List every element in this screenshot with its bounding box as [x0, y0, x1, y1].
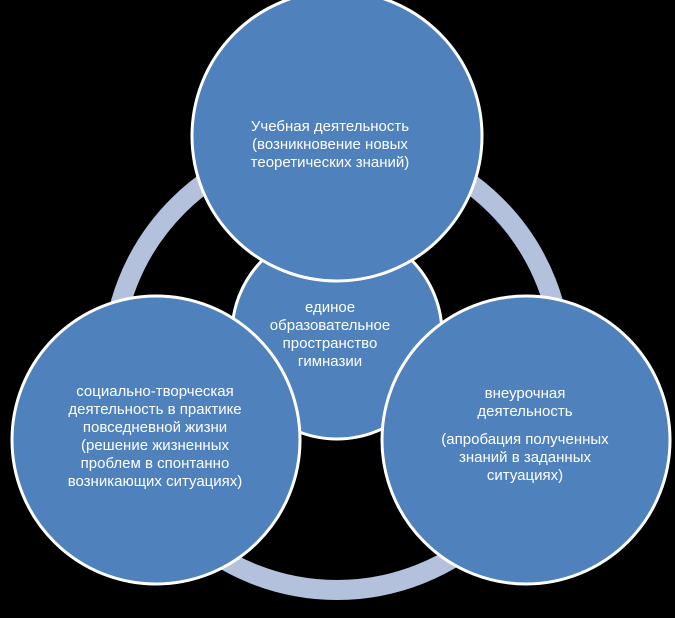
left-node-line: (решение жизненных: [81, 437, 229, 454]
center-node-line: пространство: [282, 335, 378, 352]
right-circle: [380, 294, 672, 586]
left-node-line: повседневной жизни: [82, 419, 228, 436]
center-node-label: единое образовательное пространство гимн…: [240, 285, 420, 385]
right-node-title-line: внеурочная: [484, 385, 566, 402]
left-node-label: социально-творческая деятельность в прак…: [20, 372, 290, 502]
left-node-line: социально-творческая: [76, 383, 234, 400]
center-node-line: образовательное: [269, 317, 391, 334]
top-node-label: Учебная деятельность (возникновение новы…: [215, 90, 445, 200]
top-node-line: Учебная деятельность: [250, 118, 410, 135]
right-node-title-line: деятельность: [477, 403, 573, 420]
right-node-detail-line: знаний в заданных: [458, 449, 591, 466]
left-node-line: деятельность в практике: [68, 401, 242, 418]
left-node-line: проблем в спонтанно: [80, 455, 230, 472]
left-node-line: возникающих ситуациях): [67, 473, 243, 490]
center-node-line: гимназии: [297, 353, 363, 370]
center-node-line: единое: [304, 299, 356, 316]
right-node-detail-line: (апробация полученных: [441, 431, 609, 448]
right-node-label: внеурочная деятельность (апробация получ…: [405, 370, 645, 500]
top-node-line: (возникновение новых: [252, 136, 408, 153]
left-circle: [10, 294, 302, 586]
top-node-line: теоретических знаний): [250, 154, 410, 171]
top-circle: [190, 0, 484, 283]
right-node-detail-line: ситуациях): [486, 467, 564, 484]
